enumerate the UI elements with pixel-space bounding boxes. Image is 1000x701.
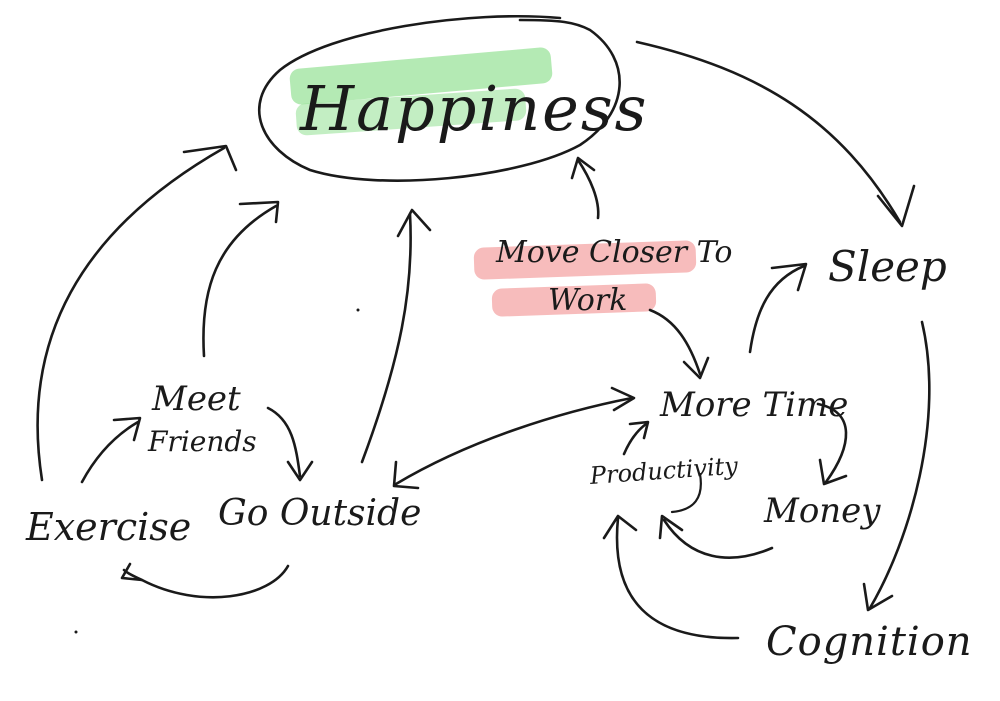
arrow-productivity-to-moretime-head xyxy=(628,420,650,440)
arrow-moveCloser-to-moretime xyxy=(648,308,702,376)
arrow-moretime-to-money xyxy=(816,402,848,484)
node-happiness: Happiness xyxy=(300,72,649,145)
node-more-time: More Time xyxy=(660,385,849,425)
arrow-gooutside-moretime-head-b xyxy=(392,460,420,490)
arrow-exercise-to-happiness-head xyxy=(182,144,238,172)
arrow-gooutside-to-happiness xyxy=(360,212,412,464)
arrow-meetfriends-to-happiness-head xyxy=(238,200,280,224)
arrow-moretime-to-sleep-head xyxy=(770,262,808,292)
arrow-gooutside-moretime xyxy=(394,396,634,486)
arrow-moveCloser-to-happiness xyxy=(576,158,600,220)
arrow-cognition-to-productivity-head xyxy=(602,514,638,540)
arrow-gooutside-to-exercise xyxy=(122,564,290,599)
node-money: Money xyxy=(764,491,881,531)
arrow-happiness-to-sleep-head xyxy=(876,184,916,228)
arrow-exercise-to-happiness xyxy=(36,146,226,482)
node-cognition: Cognition xyxy=(766,619,973,665)
arrow-meetfriends-to-gooutside-head xyxy=(286,460,314,482)
node-meet-friends-line2: Friends xyxy=(148,425,257,458)
node-move-closer: Move Closer To xyxy=(496,235,733,270)
arrow-moretime-to-sleep xyxy=(748,264,806,354)
arrow-exercise-to-meetfriends xyxy=(80,420,140,484)
happiness-ellipse xyxy=(258,14,621,182)
arrow-happiness-to-sleep xyxy=(635,40,902,224)
arrow-gooutside-moretime-head-a xyxy=(610,386,636,412)
node-sleep: Sleep xyxy=(828,242,947,291)
arrow-meetfriends-to-gooutside xyxy=(266,406,302,478)
arrow-productivity-to-moretime xyxy=(622,422,648,456)
arrow-gooutside-to-happiness-head xyxy=(396,208,432,238)
stray-dot xyxy=(356,308,360,312)
arrow-sleep-to-cognition xyxy=(868,320,931,610)
arrow-moveCloser-to-happiness-head xyxy=(570,156,596,180)
arrow-moretime-to-money-head xyxy=(818,458,848,486)
arrow-moveCloser-to-moretime-head xyxy=(682,356,710,380)
arrow-cognition-to-productivity xyxy=(615,516,740,640)
stray-dot xyxy=(74,630,78,634)
node-meet-friends-line1: Meet xyxy=(152,379,241,419)
node-go-outside: Go Outside xyxy=(218,493,422,534)
productivity-underline-hook xyxy=(670,472,702,514)
arrow-exercise-to-meetfriends-head xyxy=(112,416,142,442)
arrow-meetfriends-to-happiness xyxy=(202,204,278,358)
node-work: Work xyxy=(548,283,628,318)
arrow-gooutside-to-exercise-head xyxy=(120,562,144,582)
arrow-money-to-productivity-head xyxy=(658,514,684,540)
node-exercise: Exercise xyxy=(26,505,192,549)
arrow-sleep-to-cognition-head xyxy=(862,582,894,612)
arrow-money-to-productivity xyxy=(662,518,774,559)
